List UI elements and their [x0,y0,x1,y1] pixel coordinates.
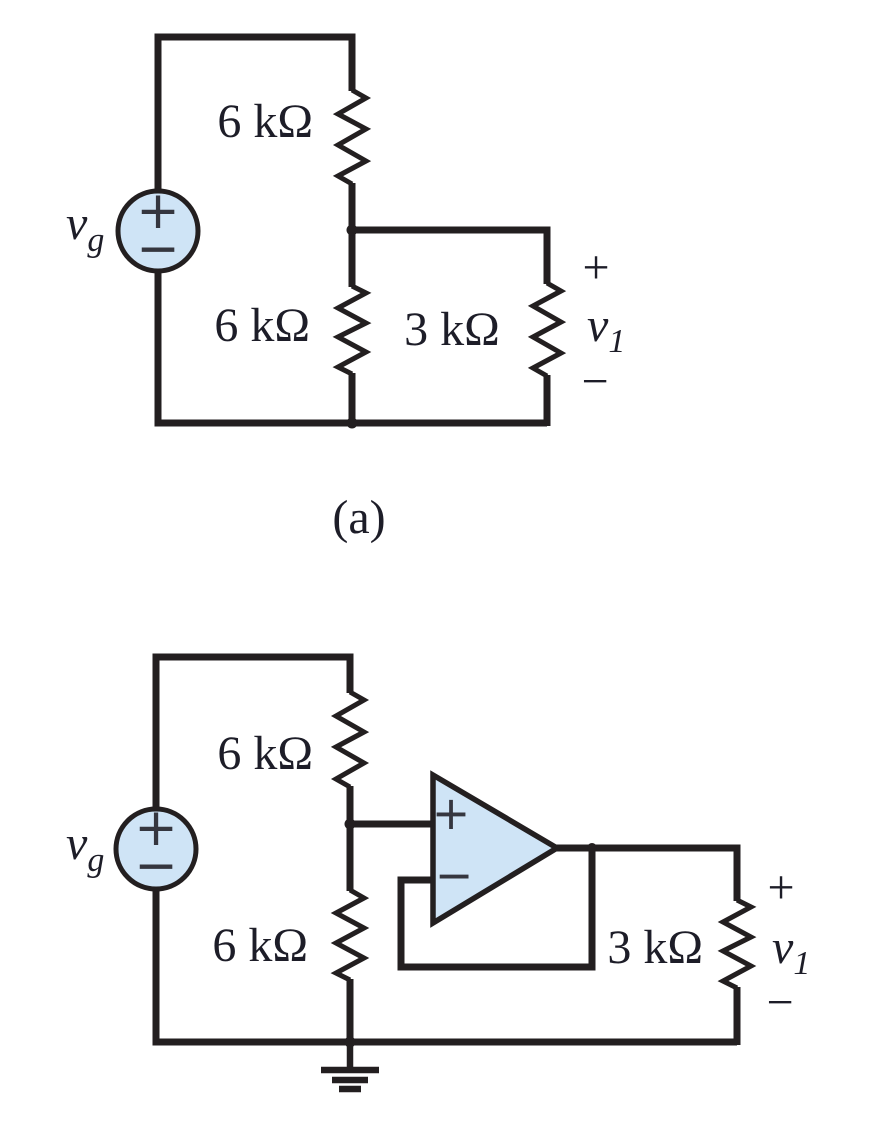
resistor-6k-middle-b [330,887,370,983]
source-label-base: v [66,817,88,870]
output-plus-icon: + [582,241,609,294]
wire-node-to-load-top [352,226,551,284]
output-voltage-label: v1 [772,921,810,982]
opamp-triangle [430,770,563,928]
source-label-sub: g [87,842,104,879]
resistor-3k-load-a [527,280,567,379]
source-label: vg [66,197,104,259]
voltage-source-circle [113,806,199,892]
ground-icon [321,1045,379,1093]
node-dot [344,818,356,830]
resistor-label-3k-load-b: 3 kΩ [607,921,703,974]
wire-opamp-output [556,844,741,901]
resistor-6k-top-a [332,87,372,187]
voltage-source-a: + − [115,181,201,279]
output-plus-icon: + [767,861,794,914]
voltage-source-circle [115,188,201,274]
resistor-label-3k-load-a: 3 kΩ [404,303,500,356]
opamp-minus-input-icon: − [435,848,474,902]
output-label-sub: 1 [793,945,810,982]
source-label: vg [66,817,104,879]
resistor-3k-load-b [717,897,757,991]
circuit-b: + − vg + − 6 kΩ 6 kΩ 3 kΩ + v1 − [66,653,810,1093]
wire-source-bottom-loop [152,887,737,1046]
node-dot [346,224,358,236]
plus-icon: + [134,798,178,858]
output-minus-icon: − [766,976,793,1029]
opamp: + − [430,770,563,928]
minus-icon: − [136,219,180,279]
resistor-label-6k-middle-a: 6 kΩ [214,299,310,352]
output-minus-icon: − [581,355,608,408]
resistor-label-6k-middle-b: 6 kΩ [212,919,308,972]
node-dot [346,417,358,429]
minus-icon: − [134,836,178,896]
source-label-base: v [66,197,88,250]
source-label-sub: g [87,222,104,259]
output-label-sub: 1 [608,323,625,360]
resistor-6k-middle-a [332,283,372,377]
opamp-plus-input-icon: + [432,786,471,840]
subfigure-caption: (a) [332,491,385,544]
output-label-base: v [772,921,794,974]
resistor-6k-top-b [330,689,370,790]
node-dot [344,1036,356,1048]
wire-source-bottom-loop [154,270,547,427]
output-voltage-label: v1 [587,299,625,360]
circuit-a: + − vg 6 kΩ 6 kΩ 3 kΩ + v1 − (a) [66,33,625,544]
resistor-label-6k-top-a: 6 kΩ [217,95,313,148]
plus-icon: + [136,181,180,241]
wire-source-top-loop [154,33,356,192]
wire-source-top-loop [152,653,354,810]
output-label-base: v [587,299,609,352]
resistor-label-6k-top-b: 6 kΩ [217,727,313,780]
voltage-source-b: + − [113,798,199,896]
node-dot [587,843,597,853]
wire-feedback-loop [397,845,596,971]
